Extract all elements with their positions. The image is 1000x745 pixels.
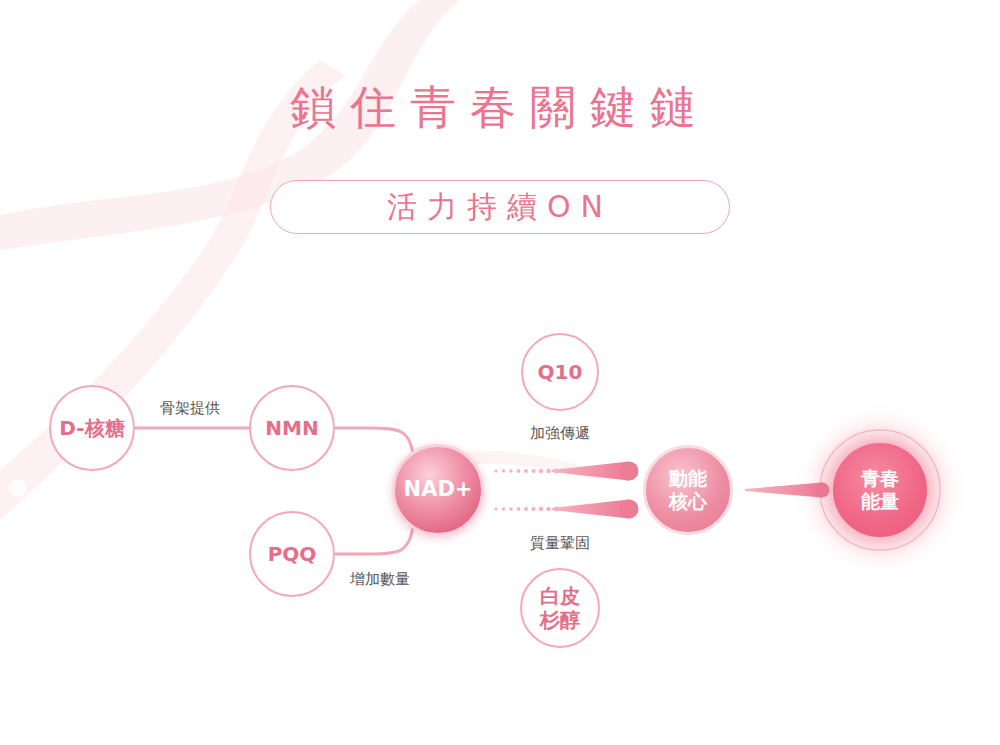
circle-node: D-核糖 [49, 385, 135, 471]
node-label: 青春 能量 [858, 467, 902, 513]
beam-dot [502, 469, 505, 472]
node-label: Q10 [538, 360, 583, 384]
node-label: PQQ [268, 542, 317, 566]
circle-node: NAD+ [392, 444, 484, 536]
glow-ring [820, 430, 940, 550]
connector [494, 500, 638, 519]
edge-label: 質量鞏固 [527, 534, 593, 553]
node-label: 白皮 杉醇 [537, 584, 583, 632]
connector [494, 462, 638, 481]
beam-dot [531, 507, 535, 511]
circle-node: 白皮 杉醇 [520, 568, 600, 648]
beam-dot [546, 469, 551, 474]
subtitle-pill: 活力持續ON [270, 180, 730, 234]
beam-dot [546, 507, 551, 512]
connector-beam [552, 500, 629, 519]
connector-beam [552, 462, 629, 481]
node-label: 動能 核心 [666, 467, 710, 513]
node-label: NMN [265, 416, 318, 440]
beam-dot [517, 469, 521, 473]
ribbon-dot [9, 479, 27, 497]
circle-node: 青春 能量 [830, 440, 930, 540]
beam-end [620, 462, 639, 481]
connector [745, 483, 830, 498]
connector-line [335, 528, 413, 554]
beam-end [620, 500, 639, 519]
circle-node: PQQ [249, 511, 335, 597]
beam-dot [509, 507, 513, 511]
connector-line [335, 428, 413, 452]
circle-node: 動能 核心 [643, 445, 733, 535]
connector [135, 428, 249, 429]
circle-node: NMN [249, 385, 335, 471]
beam-dot [494, 507, 497, 510]
connector [335, 428, 413, 452]
connector-beam [745, 483, 822, 498]
beam-dot [494, 469, 497, 472]
beam-dot [539, 469, 543, 473]
edge-label: 骨架提供 [157, 399, 223, 418]
beam-dot [524, 469, 528, 473]
beam-dot [524, 507, 528, 511]
beam-dot [502, 507, 505, 510]
node-label: D-核糖 [59, 416, 124, 440]
beam-dot [509, 469, 513, 473]
beam-dot [531, 469, 535, 473]
glow [788, 398, 972, 582]
edge-label: 增加數量 [347, 570, 413, 589]
beam-end [815, 483, 830, 498]
beam-dot [539, 507, 543, 511]
connector [335, 528, 413, 554]
node-label: 活力持續ON [387, 189, 613, 225]
beam-dot [517, 507, 521, 511]
edge-label: 加強傳遞 [527, 424, 593, 443]
node-label: NAD+ [404, 477, 473, 502]
connector-line [135, 427, 249, 430]
circle-node: Q10 [521, 333, 599, 411]
title: 鎖住青春關鍵鏈 [0, 80, 1000, 135]
